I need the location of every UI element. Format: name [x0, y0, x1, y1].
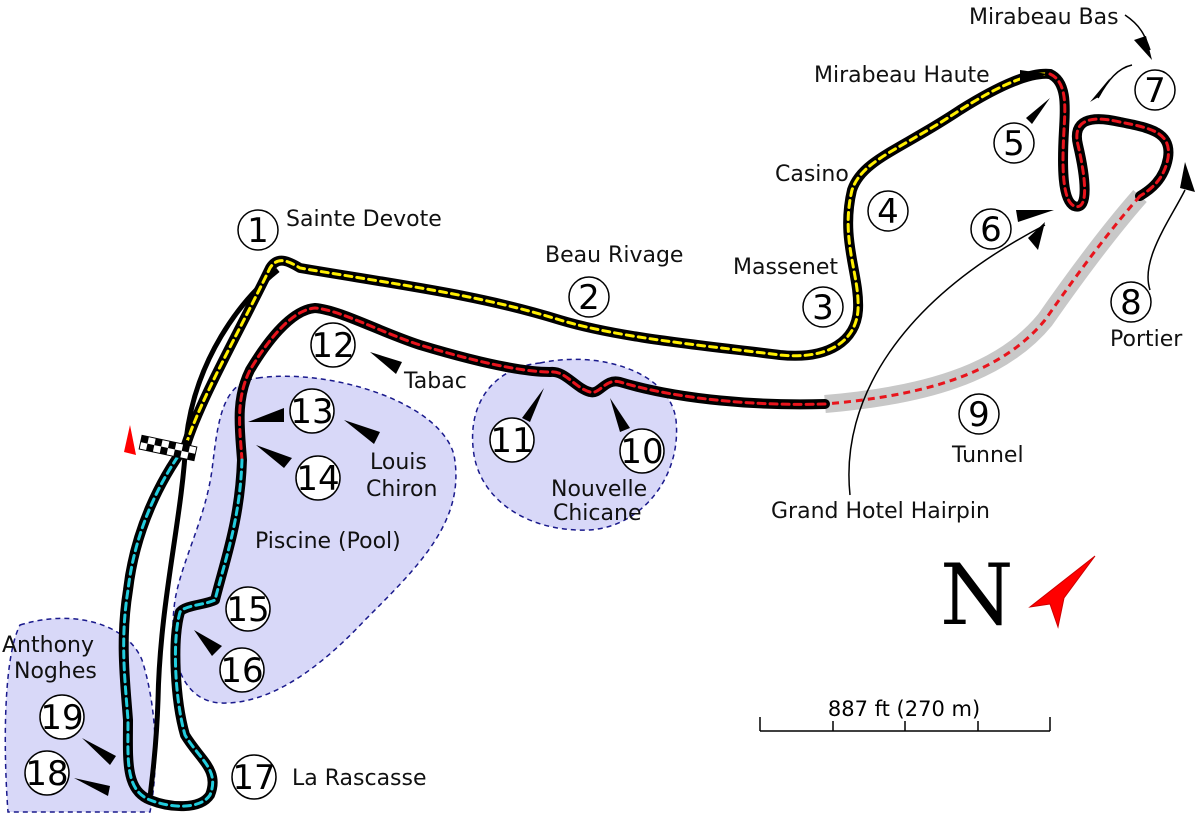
sector-2-track [175, 69, 1174, 617]
corner-marker-19: 19 [39, 694, 85, 740]
corner-marker-10: 10 [619, 428, 665, 474]
svg-text:3: 3 [812, 288, 834, 328]
label-portier: Portier [1110, 327, 1183, 352]
svg-text:8: 8 [1120, 283, 1142, 323]
pit-lane [147, 268, 280, 801]
corner-marker-13: 13 [289, 388, 335, 434]
svg-text:1: 1 [247, 211, 269, 251]
svg-text:10: 10 [620, 432, 663, 472]
label-louis-chiron-2: Chiron [366, 477, 437, 502]
svg-text:5: 5 [1003, 124, 1025, 164]
start-finish-line [138, 434, 198, 462]
label-mirabeau-bas: Mirabeau Bas [969, 5, 1119, 30]
corner-marker-4: 4 [867, 190, 909, 232]
corner-marker-6: 6 [970, 208, 1012, 250]
highlight-zones [4, 358, 678, 813]
svg-text:4: 4 [877, 192, 899, 232]
zone-nouvelle-chicane [471, 358, 678, 531]
label-nouvelle-chicane-1: Nouvelle [551, 477, 647, 502]
label-piscine: Piscine (Pool) [255, 529, 401, 554]
corner-marker-1: 1 [237, 209, 279, 251]
label-grand-hotel-hairpin: Grand Hotel Hairpin [771, 499, 990, 524]
direction-arrow [124, 425, 136, 455]
svg-text:2: 2 [578, 278, 600, 318]
svg-text:19: 19 [40, 698, 83, 738]
scale-bar: 887 ft (270 m) [759, 697, 1051, 732]
corner-marker-12: 12 [310, 322, 356, 368]
corner-markers: 1 2 3 4 5 6 7 8 9 10 11 12 13 14 15 16 1… [24, 69, 1176, 800]
pointer-arrows [74, 70, 1054, 796]
svg-text:14: 14 [296, 459, 339, 499]
label-la-rascasse: La Rascasse [292, 766, 427, 791]
label-casino: Casino [775, 162, 849, 187]
svg-text:6: 6 [980, 210, 1002, 250]
north-arrow-icon [1028, 555, 1096, 629]
corner-marker-3: 3 [802, 286, 844, 328]
corner-marker-15: 15 [225, 586, 271, 632]
corner-marker-11: 11 [489, 417, 535, 463]
corner-marker-7: 7 [1134, 69, 1176, 111]
corner-marker-16: 16 [219, 647, 265, 693]
scale-bar-label: 887 ft (270 m) [828, 697, 980, 721]
corner-marker-18: 18 [24, 750, 70, 796]
corner-marker-9: 9 [958, 393, 1000, 435]
corner-marker-8: 8 [1110, 281, 1152, 323]
corner-marker-2: 2 [568, 276, 610, 318]
svg-text:15: 15 [226, 590, 269, 630]
leader-arrowheads [1028, 36, 1195, 250]
label-tunnel: Tunnel [951, 443, 1024, 468]
corner-marker-14: 14 [295, 455, 341, 501]
label-nouvelle-chicane-2: Chicane [553, 501, 641, 526]
label-beau-rivage: Beau Rivage [545, 243, 683, 268]
svg-text:13: 13 [290, 392, 333, 432]
svg-text:16: 16 [220, 651, 263, 691]
label-anthony-noghes-1: Anthony [2, 633, 94, 658]
label-louis-chiron-1: Louis [370, 450, 427, 475]
corner-marker-5: 5 [993, 122, 1035, 164]
svg-text:12: 12 [311, 326, 354, 366]
corner-labels: Sainte Devote Beau Rivage Massenet Casin… [2, 5, 1183, 791]
label-tabac: Tabac [403, 369, 467, 394]
label-mirabeau-haute: Mirabeau Haute [814, 63, 990, 88]
svg-text:9: 9 [968, 395, 990, 435]
label-massenet: Massenet [733, 255, 838, 280]
compass: N [940, 546, 1096, 644]
svg-text:17: 17 [232, 758, 275, 798]
svg-text:7: 7 [1144, 71, 1166, 111]
sector-1-track [181, 68, 1055, 450]
svg-text:11: 11 [490, 421, 533, 461]
compass-letter: N [940, 546, 1014, 644]
sector-3-track [118, 440, 244, 812]
label-anthony-noghes-2: Noghes [14, 659, 97, 684]
corner-marker-17: 17 [231, 754, 277, 800]
svg-text:18: 18 [25, 754, 68, 794]
label-sainte-devote: Sainte Devote [286, 207, 442, 232]
